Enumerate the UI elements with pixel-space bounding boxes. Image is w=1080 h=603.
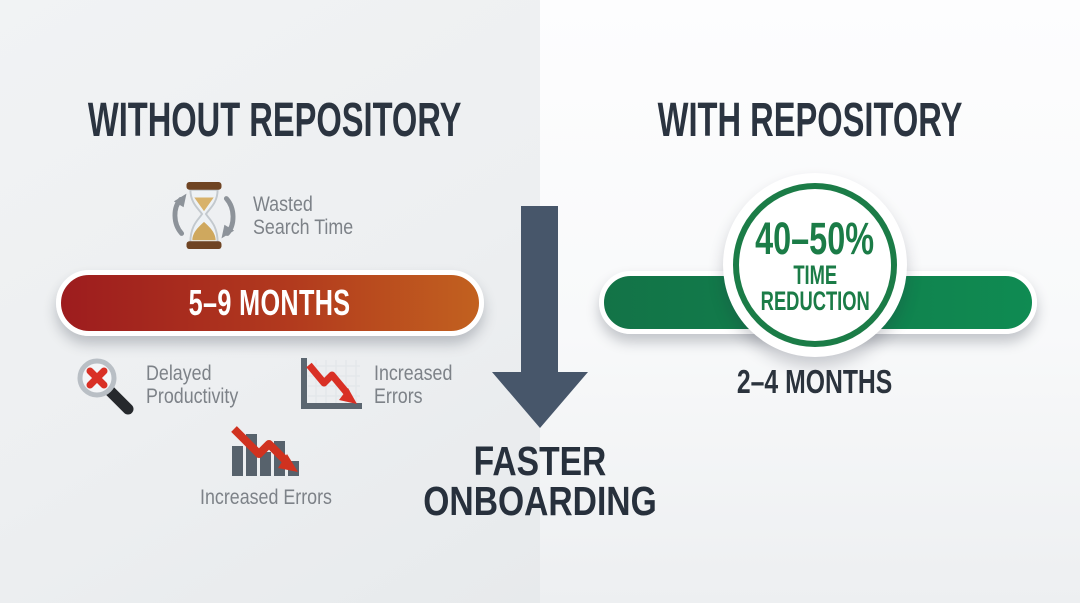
hourglass-icon	[172, 181, 236, 250]
caption-line2: ONBOARDING	[423, 478, 657, 524]
without-duration-label: 5–9 MONTHS	[189, 282, 351, 323]
falling-bars-icon	[231, 426, 299, 476]
delayed-line1: Delayed	[146, 362, 212, 385]
delayed-line2: Productivity	[146, 385, 239, 408]
badge-ring	[733, 183, 897, 347]
down-arrow-icon	[492, 206, 588, 428]
with-duration-label: 2–4 MONTHS	[637, 364, 993, 400]
increased-errors-item: Increased Errors	[294, 356, 466, 414]
with-duration-text: 2–4 MONTHS	[737, 363, 893, 400]
with-repository-title: WITH REPOSITORY	[540, 96, 1080, 146]
wasted-line1: Wasted	[253, 193, 313, 216]
declining-chart-icon	[301, 358, 362, 409]
with-repository-title-text: WITH REPOSITORY	[657, 94, 963, 147]
badge-content: 40–50% TIME REDUCTION	[732, 213, 897, 316]
caption-line1: FASTER	[473, 438, 607, 484]
time-reduction-badge: 40–50% TIME REDUCTION	[723, 173, 907, 357]
wasted-search-time-label: Wasted Search Time	[253, 193, 371, 239]
delayed-productivity-label: Delayed Productivity	[146, 362, 255, 408]
increased-errors-bars-label: Increased Errors	[176, 486, 356, 509]
without-repository-title: WITHOUT REPOSITORY	[0, 96, 540, 146]
faster-onboarding-caption: FASTER ONBOARDING	[380, 438, 700, 524]
increased-errors-label: Increased Errors	[374, 362, 466, 408]
badge-line1: TIME	[793, 260, 837, 290]
errors-line2: Errors	[374, 385, 423, 408]
without-duration-pill: 5–9 MONTHS	[56, 270, 484, 336]
wasted-search-time-item: Wasted Search Time	[0, 178, 540, 254]
errors-line1: Increased	[374, 362, 453, 385]
wasted-line2: Search Time	[253, 216, 354, 239]
badge-value: 40–50%	[755, 213, 875, 264]
increased-errors-bars-item: Increased Errors	[176, 424, 356, 509]
delayed-productivity-item: Delayed Productivity	[70, 352, 255, 418]
magnifier-x-icon	[77, 358, 134, 415]
bars-label-text: Increased Errors	[200, 486, 332, 509]
badge-line2: REDUCTION	[760, 286, 870, 316]
without-repository-title-text: WITHOUT REPOSITORY	[87, 94, 462, 147]
